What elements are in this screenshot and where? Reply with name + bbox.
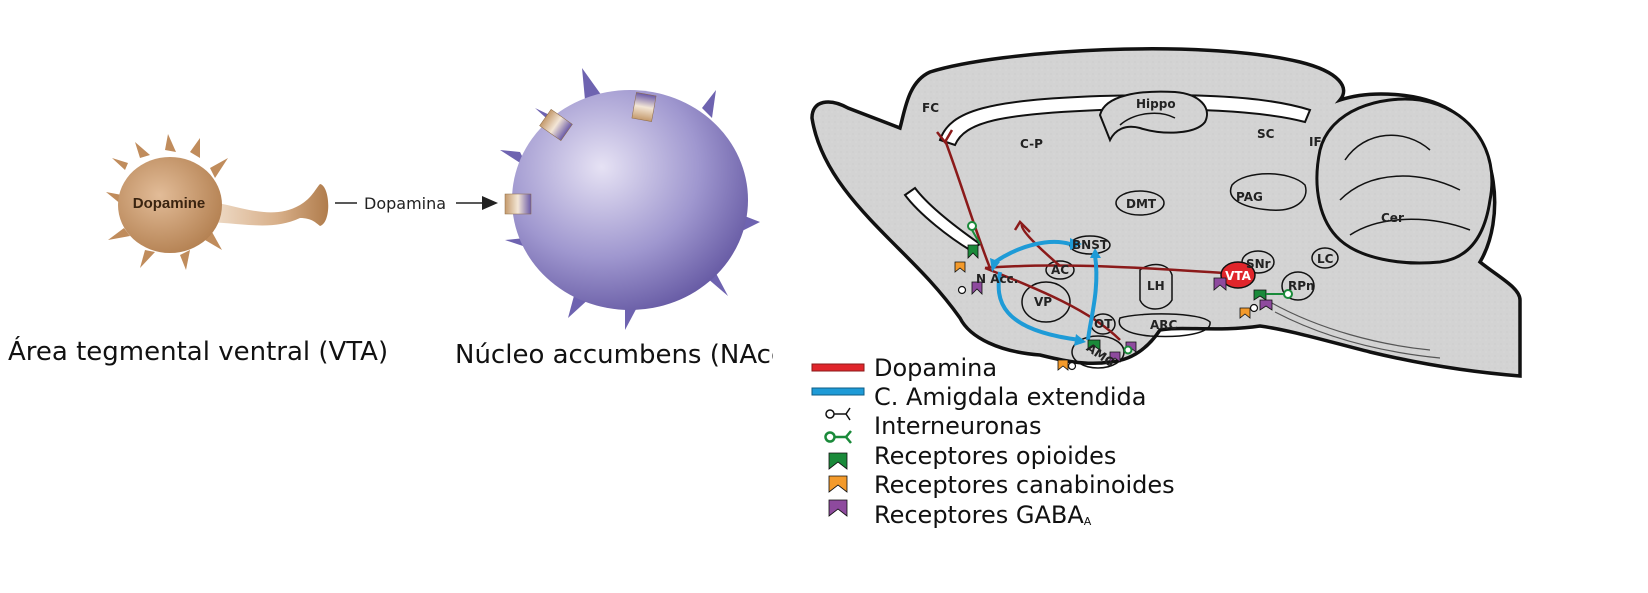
lh-region bbox=[1139, 263, 1173, 310]
amygdala-pathway bbox=[993, 239, 1099, 342]
label-ot: OT bbox=[1094, 317, 1113, 331]
label-nacc: N Acc. bbox=[976, 272, 1018, 286]
legend-label-interneuronas: Interneuronas bbox=[874, 412, 1042, 440]
ac-region bbox=[1045, 260, 1075, 280]
label-vp: VP bbox=[1034, 295, 1052, 309]
label-ac: AC bbox=[1051, 263, 1069, 277]
cerebellum bbox=[1315, 97, 1494, 265]
brain-diagram: FC C-P Hippo SC IF DMT PAG Cer BNST N Ac… bbox=[810, 47, 1522, 378]
label-lh: LH bbox=[1147, 279, 1165, 293]
label-vta: VTA bbox=[1225, 269, 1252, 283]
neuron-label: Dopamine bbox=[133, 195, 206, 212]
green-receptor-icon bbox=[828, 452, 848, 470]
rpn-region bbox=[1281, 271, 1315, 301]
nacc-caption: Núcleo accumbens (NAcc bbox=[455, 340, 773, 370]
hippo-region bbox=[1098, 90, 1208, 143]
amygdala-arrowheads bbox=[990, 238, 1101, 346]
lc-region bbox=[1311, 247, 1339, 269]
legend-label-amigdala: C. Amigdala extendida bbox=[874, 383, 1147, 411]
dopamine-neuron bbox=[106, 134, 329, 270]
dopamine-pathway bbox=[936, 129, 1239, 341]
legend-icons bbox=[811, 363, 865, 517]
vta-region bbox=[1220, 261, 1256, 289]
cortex-fold bbox=[938, 94, 1312, 147]
vta-caption: Área tegmental ventral (VTA) bbox=[8, 337, 389, 367]
legend-red-line bbox=[811, 363, 865, 372]
label-rpn: RPn bbox=[1288, 279, 1315, 293]
legend-label-opioides: Receptores opioides bbox=[874, 442, 1117, 470]
label-arc: ARC bbox=[1150, 318, 1178, 332]
orange-receptor-icon bbox=[828, 475, 848, 493]
label-hippo: Hippo bbox=[1136, 97, 1176, 111]
amg-receptors bbox=[1057, 339, 1137, 371]
nacc-neuron bbox=[500, 68, 760, 330]
legend-gaba-text: Receptores GABA bbox=[874, 501, 1084, 529]
label-bnst: BNST bbox=[1072, 238, 1109, 252]
vta-receptors bbox=[1213, 277, 1293, 319]
receptor-top-left bbox=[539, 109, 573, 141]
label-snr: SNr bbox=[1246, 257, 1271, 271]
interneuron-white-icon bbox=[825, 407, 851, 421]
interneuron-green-icon bbox=[824, 430, 852, 444]
legend-label-canabinoides: Receptores canabinoides bbox=[874, 471, 1175, 499]
legend-label-gaba: Receptores GABAA bbox=[874, 501, 1091, 529]
legend-label-dopamina: Dopamina bbox=[874, 354, 998, 382]
arc-region bbox=[1118, 313, 1211, 338]
label-cer: Cer bbox=[1381, 211, 1404, 225]
legend-gaba-sub: A bbox=[1083, 515, 1092, 528]
label-sc: SC bbox=[1257, 127, 1275, 141]
label-lc: LC bbox=[1317, 252, 1334, 266]
nacc-receptors bbox=[954, 221, 983, 295]
arrow-head bbox=[482, 196, 498, 210]
receptor-left bbox=[504, 193, 532, 215]
label-cp: C-P bbox=[1020, 137, 1043, 151]
purple-receptor-icon bbox=[828, 499, 848, 517]
dmt-region bbox=[1115, 190, 1165, 216]
arrow-label: Dopamina bbox=[364, 194, 446, 213]
legend-blue-line bbox=[811, 387, 865, 396]
vp-region bbox=[1021, 281, 1071, 323]
pag-region bbox=[1229, 173, 1307, 211]
receptor-top bbox=[631, 92, 657, 122]
label-dmt: DMT bbox=[1126, 197, 1157, 211]
label-pag: PAG bbox=[1236, 190, 1263, 204]
label-fc: FC bbox=[922, 101, 939, 115]
label-if: IF bbox=[1309, 135, 1322, 149]
